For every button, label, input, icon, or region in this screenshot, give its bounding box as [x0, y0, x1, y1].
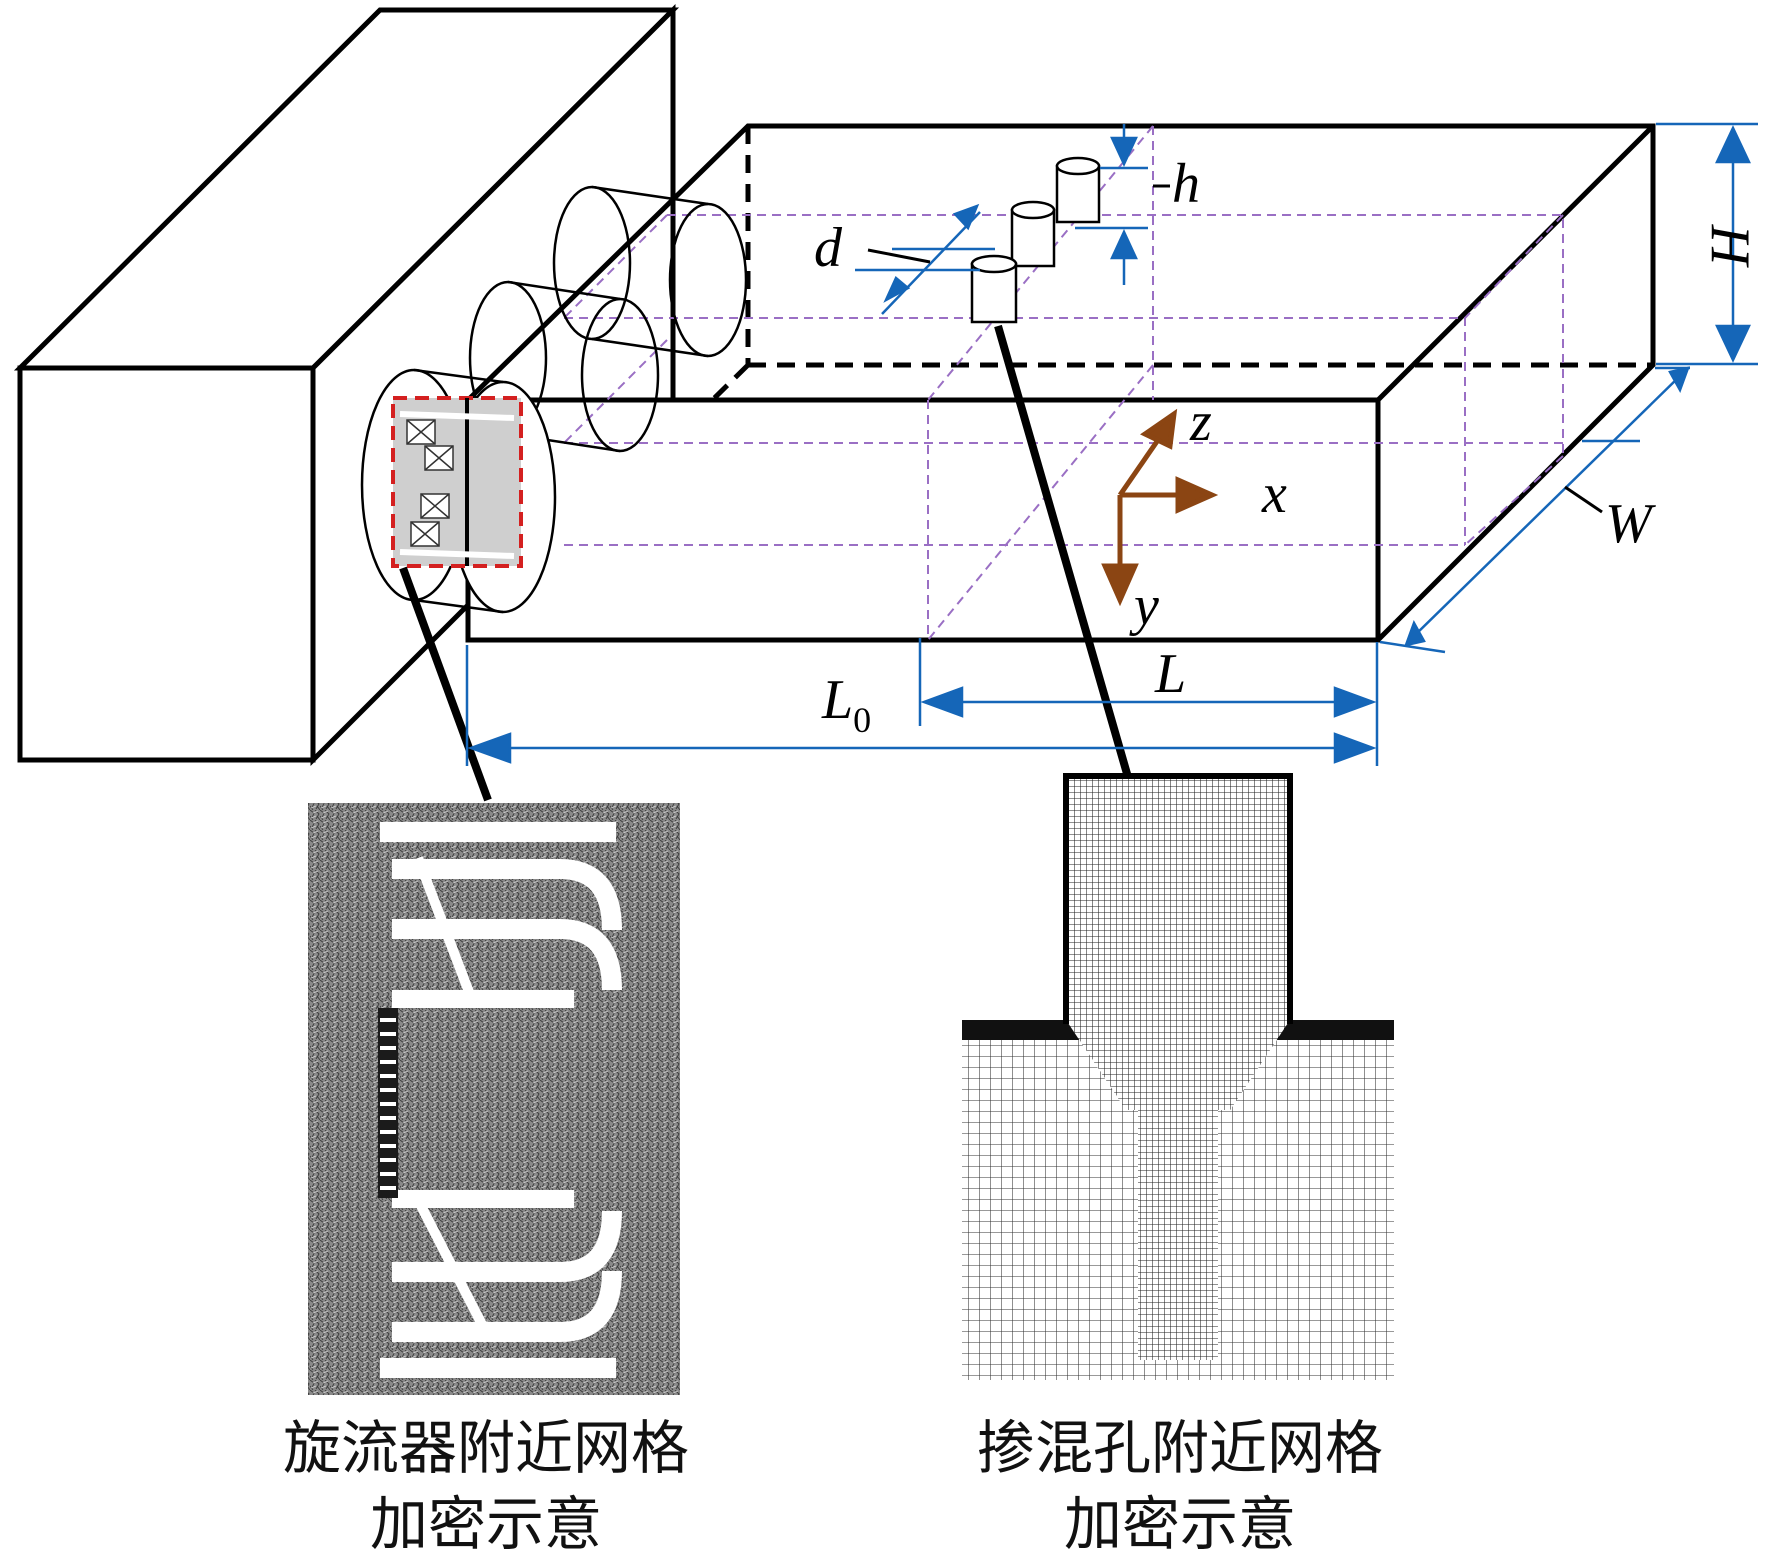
d-pointer — [867, 248, 931, 264]
swirler-vanes — [406, 419, 454, 547]
mixing-hole-mesh-view — [962, 773, 1394, 1380]
mixing-hole-3 — [970, 254, 1018, 324]
combustor-box — [465, 123, 1656, 643]
dimension-h — [1075, 124, 1148, 285]
W-pointer — [1564, 485, 1603, 514]
swirler-mesh-view — [308, 803, 680, 1395]
label-y: y — [1129, 575, 1159, 637]
label-d: d — [814, 217, 843, 279]
swirler — [360, 368, 557, 614]
label-L0: L0 — [821, 669, 871, 740]
dimension-W — [1379, 366, 1690, 654]
label-h: h — [1172, 153, 1200, 215]
swirler-caption-line1: 旋流器附近网格 — [282, 1414, 689, 1482]
coordinate-axes — [1101, 408, 1219, 607]
label-L: L — [1154, 643, 1186, 705]
label-x: x — [1261, 463, 1287, 525]
label-W: W — [1605, 493, 1656, 555]
swirler-caption-line2: 加密示意 — [369, 1490, 602, 1558]
mixing-hole-mesh-caption: 掺混孔附近网格 加密示意 — [920, 1410, 1440, 1562]
mixing-hole-1 — [1055, 156, 1101, 224]
mixing-hole-leader-line — [994, 324, 1140, 807]
dimension-L — [918, 638, 1379, 766]
mixing-caption-line1: 掺混孔附近网格 — [976, 1414, 1383, 1482]
dimension-H — [1656, 122, 1758, 366]
swirler-leader-line — [399, 566, 492, 802]
nozzle-cylinders — [468, 185, 748, 453]
dimension-L0 — [465, 645, 1377, 766]
plenum-block — [13, 3, 680, 767]
mixing-hole-2 — [1010, 200, 1056, 268]
mixing-caption-line2: 加密示意 — [1063, 1490, 1296, 1558]
swirler-highlight — [391, 396, 523, 568]
mixing-holes — [970, 156, 1101, 324]
label-z: z — [1189, 391, 1212, 453]
dimension-d — [855, 203, 995, 315]
label-H: H — [1699, 224, 1761, 268]
swirler-mesh-caption: 旋流器附近网格 加密示意 — [226, 1410, 746, 1562]
